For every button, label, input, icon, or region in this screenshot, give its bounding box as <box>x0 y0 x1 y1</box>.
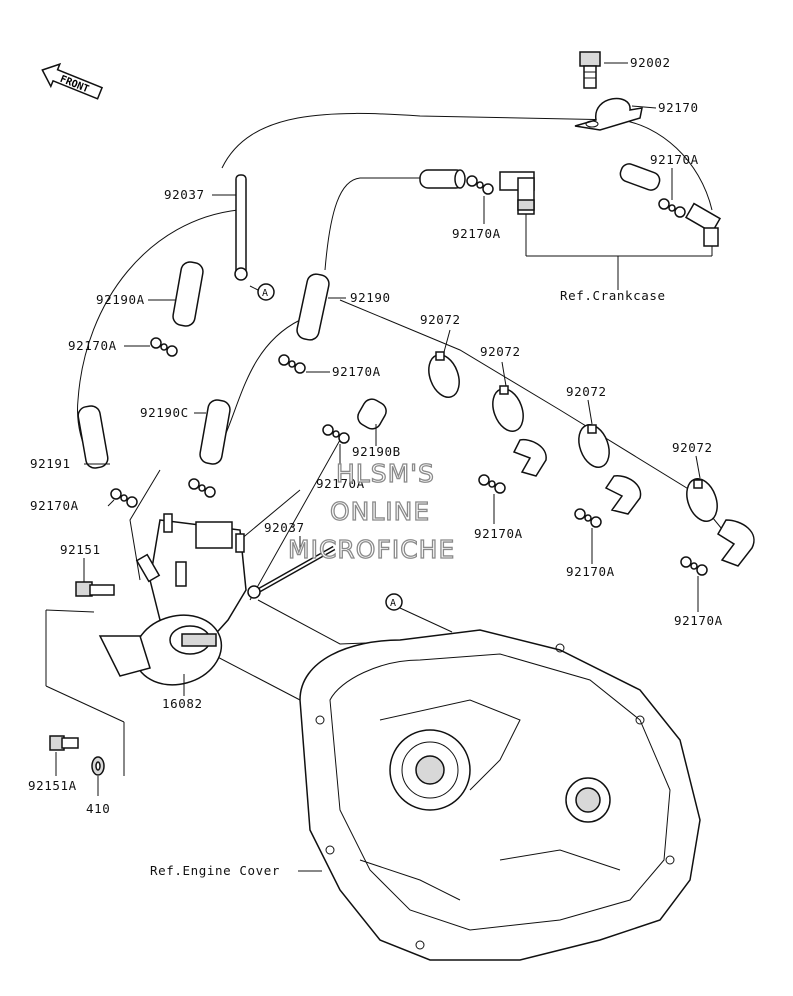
label-92170A-lower-left: 92170A <box>30 498 79 513</box>
bracket-lines <box>45 609 125 776</box>
label-92191: 92191 <box>30 456 71 471</box>
label-92151: 92151 <box>60 542 101 557</box>
rod-92037-mid <box>247 545 336 599</box>
bolt-92151A <box>49 735 79 751</box>
fitting-crankcase-right <box>684 202 722 247</box>
watermark-line-3: MICROFICHE <box>288 535 455 564</box>
clamp-92170 <box>574 97 643 131</box>
hose-92190B <box>357 398 387 430</box>
marker-a-top: A <box>257 283 275 301</box>
label-92170A-lower-right1: 92170A <box>566 564 615 579</box>
bolt-92002 <box>579 51 601 89</box>
watermark-line-1: HLSM'S <box>336 459 435 488</box>
washer-410 <box>91 756 105 776</box>
bolt-92151 <box>75 581 115 597</box>
label-92072-d: 92072 <box>672 440 713 455</box>
rod-92037-top <box>234 174 248 281</box>
clip-92170A-group <box>110 175 708 576</box>
label-92170A-mid: 92170A <box>332 364 381 379</box>
label-92170A-lower-right2: 92170A <box>674 613 723 628</box>
watermark: HLSM'S ONLINE MICROFICHE <box>287 458 455 564</box>
front-arrow-icon: FRONT <box>41 62 104 100</box>
label-92190: 92190 <box>350 290 391 305</box>
elbow-hose-2 <box>604 475 642 515</box>
label-92170A-left: 92170A <box>68 338 117 353</box>
label-92037-mid: 92037 <box>264 520 305 535</box>
label-92170A-lower-mid: 92170A <box>474 526 523 541</box>
marker-a-bottom: A <box>385 593 403 611</box>
label-92072-b: 92072 <box>480 344 521 359</box>
fitting-crankcase-left <box>499 171 535 215</box>
clip-92072-b <box>492 385 524 432</box>
leader-lines <box>55 62 713 872</box>
label-92170A-center: 92170A <box>316 476 365 491</box>
label-410: 410 <box>86 801 110 816</box>
label-ref-crankcase: Ref.Crankcase <box>560 288 666 303</box>
label-92072-a: 92072 <box>420 312 461 327</box>
label-92190C: 92190C <box>140 405 189 420</box>
clip-92072-d <box>686 478 718 522</box>
hose-routing-lines <box>77 112 736 701</box>
clip-92072-c <box>578 424 610 468</box>
watermark-line-2: ONLINE <box>330 497 430 526</box>
label-92190A: 92190A <box>96 292 145 307</box>
hose-92190C <box>199 399 231 465</box>
clip-92072-a <box>428 351 460 398</box>
label-92170A-top-mid: 92170A <box>452 226 501 241</box>
label-16082: 16082 <box>162 696 203 711</box>
engine-cover <box>299 629 701 961</box>
label-92002: 92002 <box>630 55 671 70</box>
label-92151A: 92151A <box>28 778 77 793</box>
label-92170A-top-right: 92170A <box>650 152 699 167</box>
svg-text:A: A <box>390 598 397 609</box>
part-labels: 92002 92170 92170A 92037 92170A Ref.Cran… <box>28 55 723 878</box>
hose-top-right <box>619 163 661 191</box>
label-92190B: 92190B <box>352 444 401 459</box>
label-92037-top: 92037 <box>164 187 205 202</box>
hose-92190A <box>172 261 204 327</box>
svg-text:A: A <box>262 288 269 299</box>
hose-92190-top <box>419 169 466 189</box>
hose-92191 <box>77 405 109 469</box>
label-92072-c: 92072 <box>566 384 607 399</box>
label-ref-engine-cover: Ref.Engine Cover <box>150 863 280 878</box>
elbow-hose-1 <box>512 438 547 477</box>
oil-pump-16082 <box>98 513 247 686</box>
elbow-hose-3 <box>716 519 755 567</box>
hose-92190 <box>296 273 330 341</box>
label-92170: 92170 <box>658 100 699 115</box>
